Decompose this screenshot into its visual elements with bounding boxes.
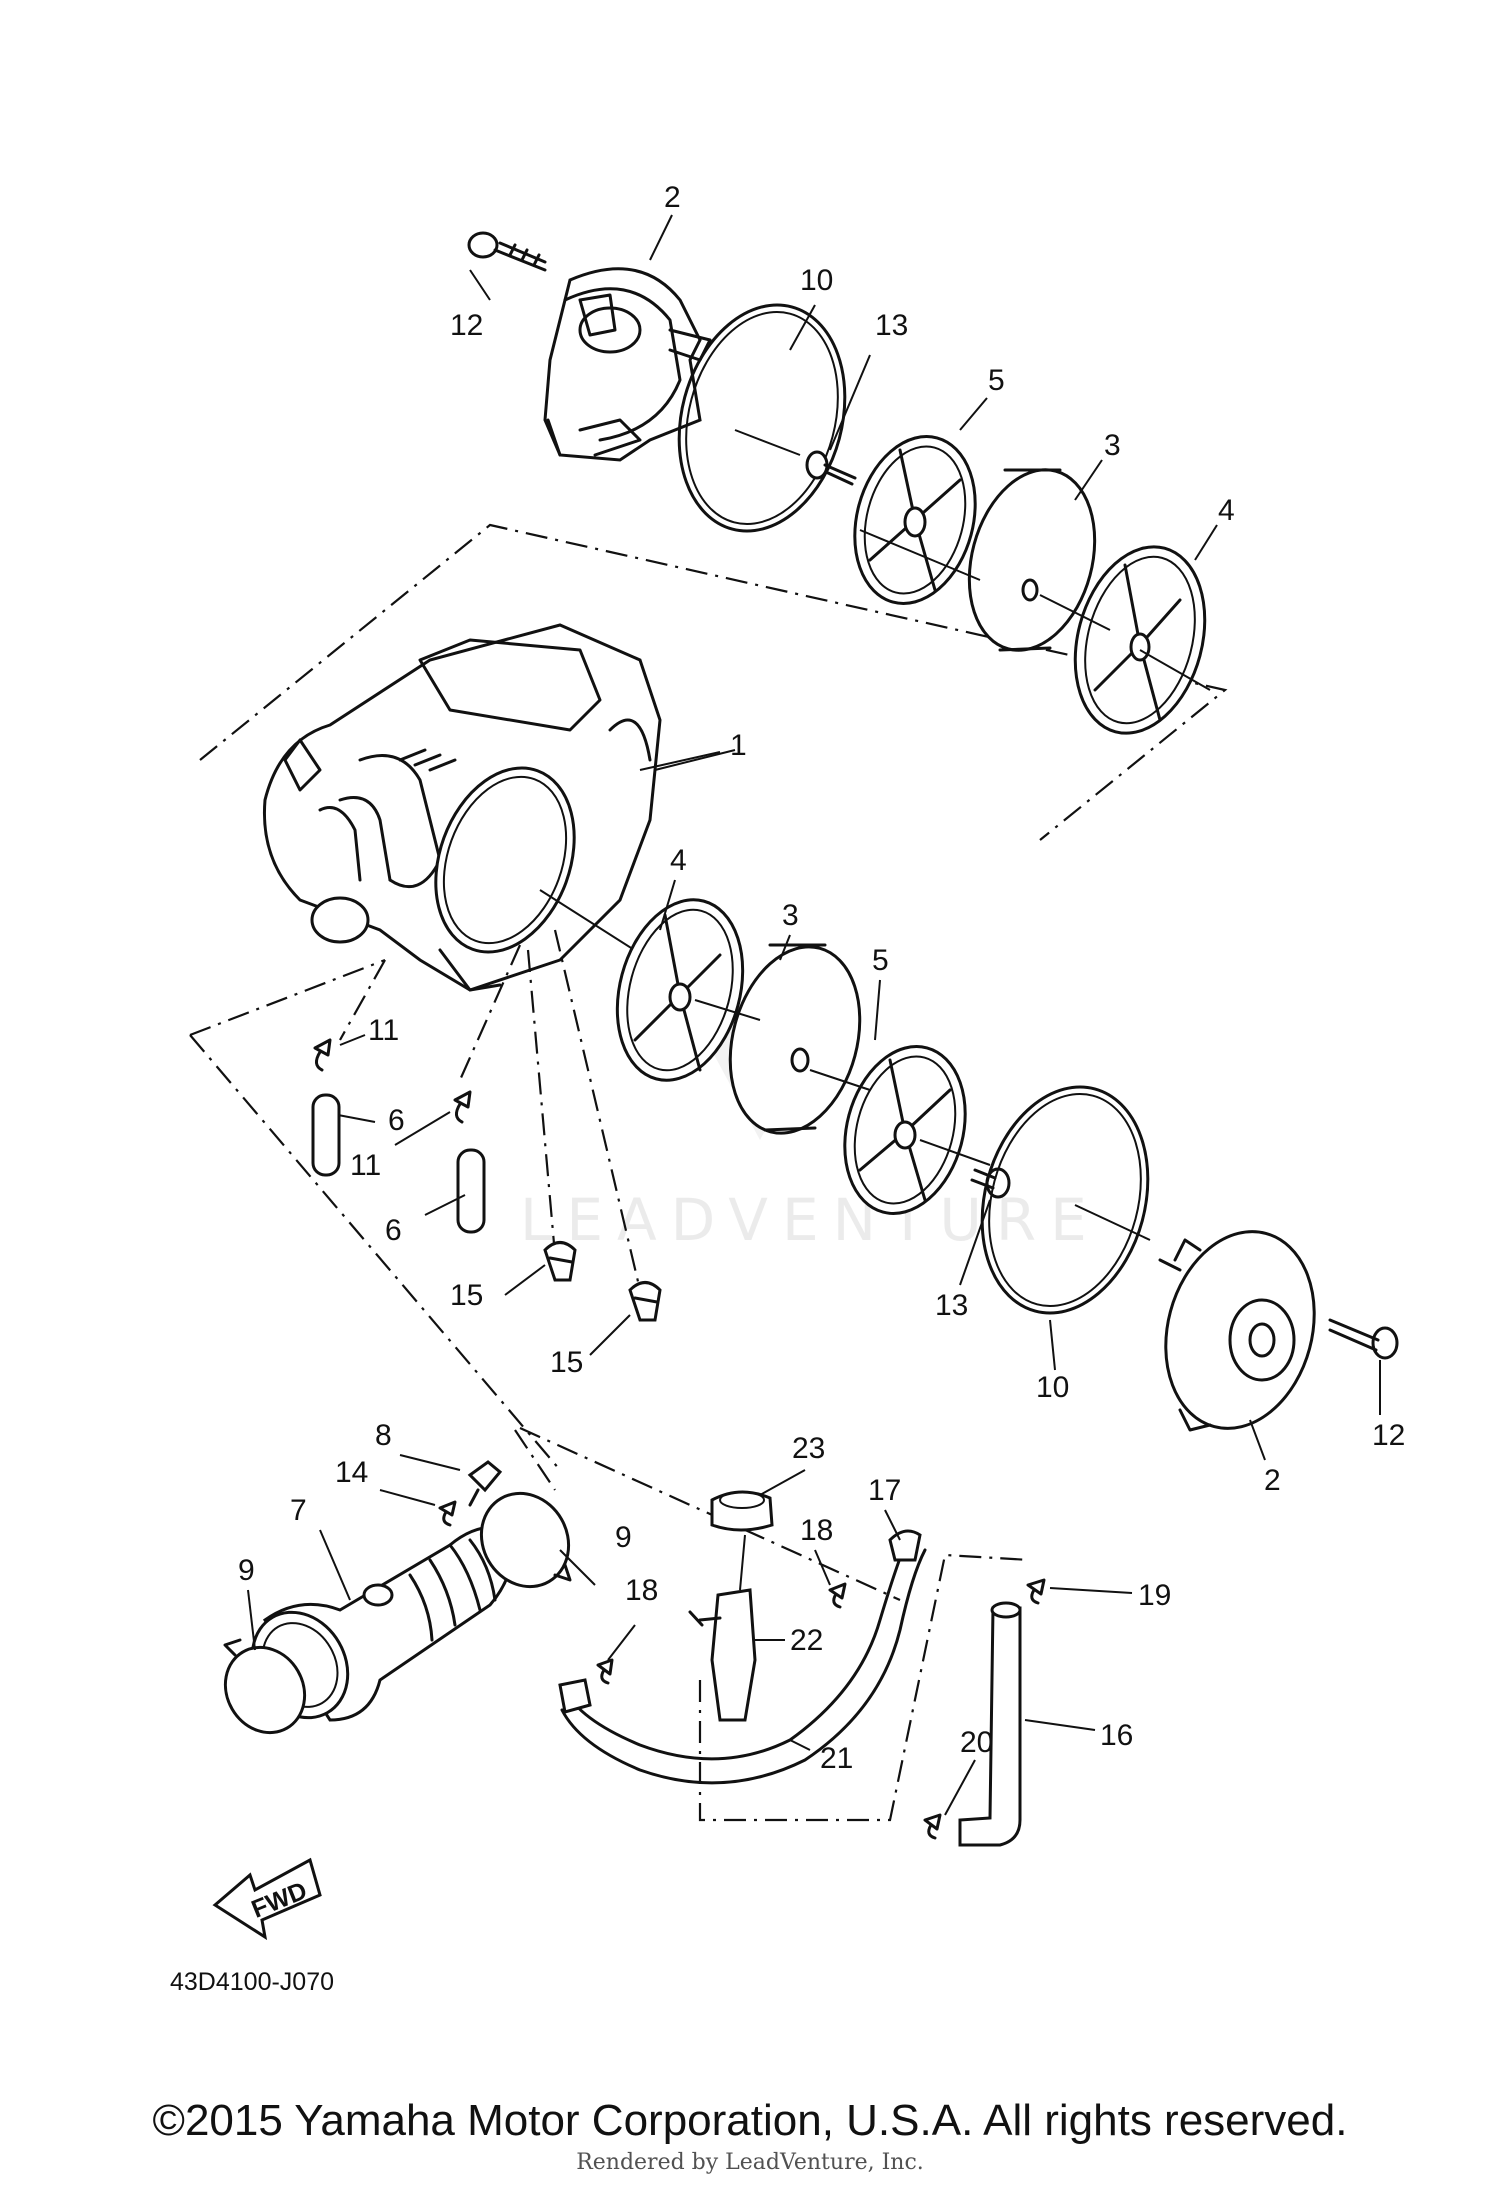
clip-18-right	[828, 1582, 847, 1609]
filter-frame-5-upper	[853, 435, 977, 605]
callout-4-lower: 4	[670, 844, 687, 877]
callout-6-upper: 6	[388, 1104, 405, 1137]
screw-12-lower	[1328, 1318, 1399, 1360]
filter-element-3-upper	[967, 468, 1097, 652]
callout-13-upper: 13	[875, 309, 908, 342]
callout-leaders	[247, 214, 1381, 1816]
callout-15-left: 15	[450, 1279, 483, 1312]
plug-6-lower	[456, 1148, 486, 1234]
fitting-8	[467, 1460, 503, 1507]
copyright-notice: ©2015 Yamaha Motor Corporation, U.S.A. A…	[152, 2096, 1348, 2145]
clamp-15-left	[543, 1241, 577, 1282]
callout-15-right: 15	[550, 1346, 583, 1379]
hose-end-17	[888, 1529, 922, 1562]
air-cleaner-cover-2-lower	[1158, 1230, 1316, 1432]
callout-14: 14	[335, 1456, 368, 1489]
callout-5-lower: 5	[872, 944, 889, 977]
callout-18-right: 18	[800, 1514, 833, 1547]
callout-19: 19	[1138, 1579, 1171, 1612]
callout-12-lower: 12	[1372, 1419, 1405, 1452]
joint-22	[688, 1588, 757, 1722]
callout-11-lower: 11	[350, 1149, 381, 1182]
callout-7: 7	[290, 1494, 307, 1527]
callout-labels: 2 12 10 13 5 3 4 1 4 3 5 11 6 11 6 15 15…	[238, 181, 1405, 1775]
fwd-arrow-icon: FWD	[212, 1857, 322, 1941]
callout-11-upper: 11	[368, 1014, 399, 1047]
callout-12-upper: 12	[450, 309, 483, 342]
callout-9-left: 9	[238, 1554, 255, 1587]
clip-11-upper	[313, 1038, 332, 1072]
callout-5-upper: 5	[988, 364, 1005, 397]
filter-element-3-lower	[728, 943, 862, 1135]
callout-23: 23	[792, 1432, 825, 1465]
screw-13-upper	[805, 450, 857, 486]
callout-20: 20	[960, 1726, 993, 1759]
clip-19	[1026, 1578, 1046, 1605]
callout-10-upper: 10	[800, 264, 833, 297]
callout-10-lower: 10	[1036, 1371, 1069, 1404]
clip-14	[438, 1500, 457, 1527]
assembly-outline	[189, 523, 1228, 1822]
filter-frame-4-upper	[1073, 545, 1207, 735]
callout-2-lower: 2	[1264, 1464, 1281, 1497]
callout-3-upper: 3	[1104, 429, 1121, 462]
callout-3-lower: 3	[782, 899, 799, 932]
air-cleaner-case-1	[262, 623, 662, 992]
hose-16	[958, 1601, 1022, 1847]
callout-22: 22	[790, 1624, 823, 1657]
hose-clamp-9-left	[223, 1638, 307, 1735]
clip-20	[923, 1813, 942, 1840]
diagram-code: 43D4100-J070	[170, 1968, 334, 1996]
callout-13-lower: 13	[935, 1289, 968, 1322]
screw-12-upper	[467, 231, 547, 272]
clip-11-lower	[453, 1090, 472, 1124]
watermark-text: LEADVENTURE	[520, 1186, 1101, 1254]
callout-4-upper: 4	[1218, 494, 1235, 527]
clip-18-left	[596, 1658, 614, 1685]
plug-6-upper	[311, 1093, 341, 1177]
filter-frame-4-lower	[615, 898, 745, 1082]
o-ring-10-lower	[980, 1085, 1150, 1315]
callout-17: 17	[868, 1474, 901, 1507]
callout-16: 16	[1100, 1719, 1133, 1752]
air-cleaner-cover-2-upper	[543, 267, 712, 462]
hose-clamp-9-right	[479, 1491, 572, 1589]
bracket-23	[710, 1490, 774, 1532]
rendered-by-notice: Rendered by LeadVenture, Inc.	[576, 2150, 924, 2175]
callout-18-left: 18	[625, 1574, 658, 1607]
callout-21: 21	[820, 1742, 853, 1775]
clamp-15-right	[628, 1281, 662, 1322]
callout-6-lower: 6	[385, 1214, 402, 1247]
callout-8: 8	[375, 1419, 392, 1452]
o-ring-10-upper	[677, 303, 847, 533]
callout-2-upper: 2	[664, 181, 681, 214]
filter-frame-5-lower	[843, 1045, 967, 1215]
callout-9-right: 9	[615, 1521, 632, 1554]
hose-21	[558, 1543, 927, 1785]
callout-1: 1	[730, 729, 747, 762]
